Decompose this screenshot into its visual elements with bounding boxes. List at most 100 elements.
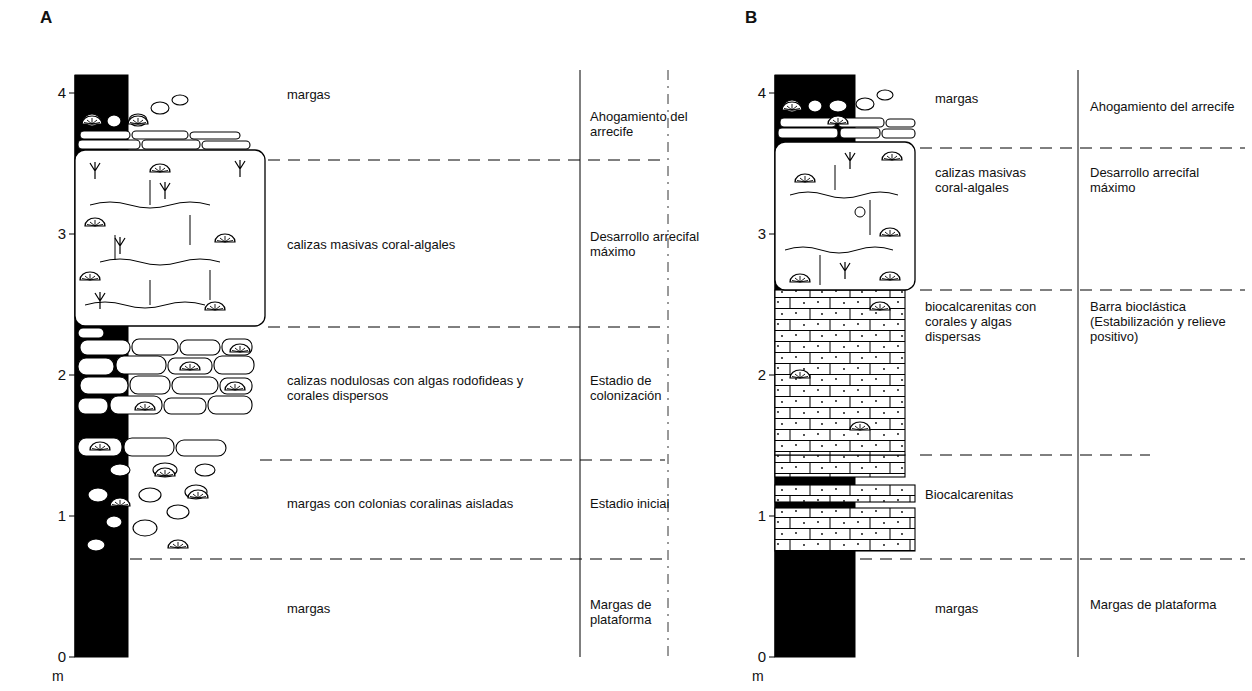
strata-graphic (214, 356, 254, 374)
strata-graphic (225, 382, 245, 390)
strata-graphic (829, 100, 847, 112)
axis-unit: m (752, 668, 772, 684)
strata-graphic (80, 377, 128, 394)
strata-graphic (133, 520, 157, 536)
strata-graphic (69, 93, 75, 657)
axis-number: 2 (40, 366, 66, 383)
strata-graphic (110, 464, 130, 476)
strata-graphic (78, 398, 108, 414)
lithology-label: margas (287, 602, 487, 617)
strata-graphic (115, 237, 125, 254)
strata-graphic (135, 402, 155, 410)
strata-graphic (132, 131, 188, 139)
strata-graphic (775, 142, 915, 290)
strata-graphic (775, 485, 915, 502)
panel-letter: B (745, 8, 775, 28)
lithology-label: calizas masivas coral-algales (935, 166, 1045, 196)
strata-graphic (87, 539, 105, 551)
strata-graphic (850, 422, 870, 430)
strata-graphic (775, 290, 905, 455)
strata-graphic (205, 302, 225, 310)
strata-graphic (268, 327, 665, 328)
lithology-label: Biocalcarenitas (925, 488, 1065, 503)
strata-graphic (167, 505, 189, 519)
strata-graphic (870, 302, 890, 310)
strata-graphic (172, 95, 188, 105)
strata-graphic (808, 100, 822, 112)
axis-number: 1 (40, 507, 66, 524)
strata-graphic (188, 490, 208, 498)
strata-graphic (668, 70, 669, 657)
strata-graphic (828, 116, 848, 124)
axis-number: 4 (40, 84, 66, 101)
interpretation-label: Estadio de colonización (590, 374, 702, 404)
strata-graphic (168, 358, 212, 374)
strata-graphic (860, 559, 1245, 560)
strata-graphic (778, 90, 915, 138)
strata-graphic (1078, 70, 1079, 657)
strata-graphic (880, 272, 900, 280)
strata-graphic (860, 148, 1245, 559)
axis-number: 3 (740, 225, 766, 242)
strata-graphic (880, 228, 900, 236)
strata-graphic (132, 339, 178, 355)
strata-graphic (920, 148, 1245, 149)
strata-graphic (215, 234, 235, 242)
strata-graphic (222, 339, 252, 355)
axis-number: 4 (740, 84, 766, 101)
strata-graphic (185, 485, 207, 499)
strata-graphic (78, 438, 122, 456)
strata-graphic (85, 218, 105, 226)
strata-graphic (150, 164, 170, 172)
lithology-label: calizas nodulosas con algas rodofideas y… (287, 374, 567, 404)
strata-graphic (153, 463, 177, 477)
strata-graphic (920, 455, 1150, 456)
column-a (69, 70, 668, 657)
axis-number: 2 (740, 366, 766, 383)
strata-graphic (128, 116, 148, 124)
strata-graphic (75, 150, 265, 326)
strata-graphic (268, 160, 665, 161)
strata-graphic (80, 340, 130, 355)
axis-unit: m (52, 668, 72, 684)
strata-graphic (139, 488, 161, 502)
strata-graphic (78, 358, 114, 375)
strata-graphic (130, 160, 665, 559)
strata-graphic (190, 132, 240, 139)
strata-graphic (107, 115, 121, 127)
strata-graphic (882, 152, 902, 160)
strata-graphic (110, 498, 130, 506)
strata-graphic (790, 274, 810, 282)
strata-graphic (88, 488, 108, 502)
strata-graphic (877, 90, 893, 100)
strata-graphic (775, 455, 905, 477)
lithology-label: margas (935, 602, 1055, 617)
strata-graphic (130, 559, 665, 560)
strata-graphic (260, 460, 665, 461)
interpretation-label: Desarrollo arrecifal máximo (1090, 166, 1240, 196)
strata-graphic (235, 160, 245, 177)
interpretation-label: Barra bioclástica (Estabilización y reli… (1090, 300, 1245, 345)
strata-graphic (106, 516, 122, 528)
strata-graphic (920, 290, 1245, 291)
lithology-label: margas (935, 92, 1055, 107)
strata-graphic (129, 114, 147, 126)
strata-graphic (90, 442, 110, 450)
strata-graphic (80, 131, 130, 139)
interpretation-label: Margas de plataforma (1090, 598, 1240, 613)
strata-graphic (790, 370, 810, 378)
strata-graphic (195, 464, 215, 476)
strata-graphic (155, 468, 175, 476)
axis-number: 1 (740, 507, 766, 524)
strata-graphic (840, 128, 880, 138)
axis-number: 3 (40, 225, 66, 242)
strata-graphic (116, 356, 166, 374)
strata-graphic (882, 129, 915, 138)
strata-graphic (172, 377, 218, 394)
strata-graphic (176, 440, 226, 456)
interpretation-label: Estadio inicial (590, 497, 702, 512)
strata-graphic (142, 140, 200, 149)
strata-graphic (180, 362, 200, 370)
panel-letter: A (40, 8, 70, 28)
